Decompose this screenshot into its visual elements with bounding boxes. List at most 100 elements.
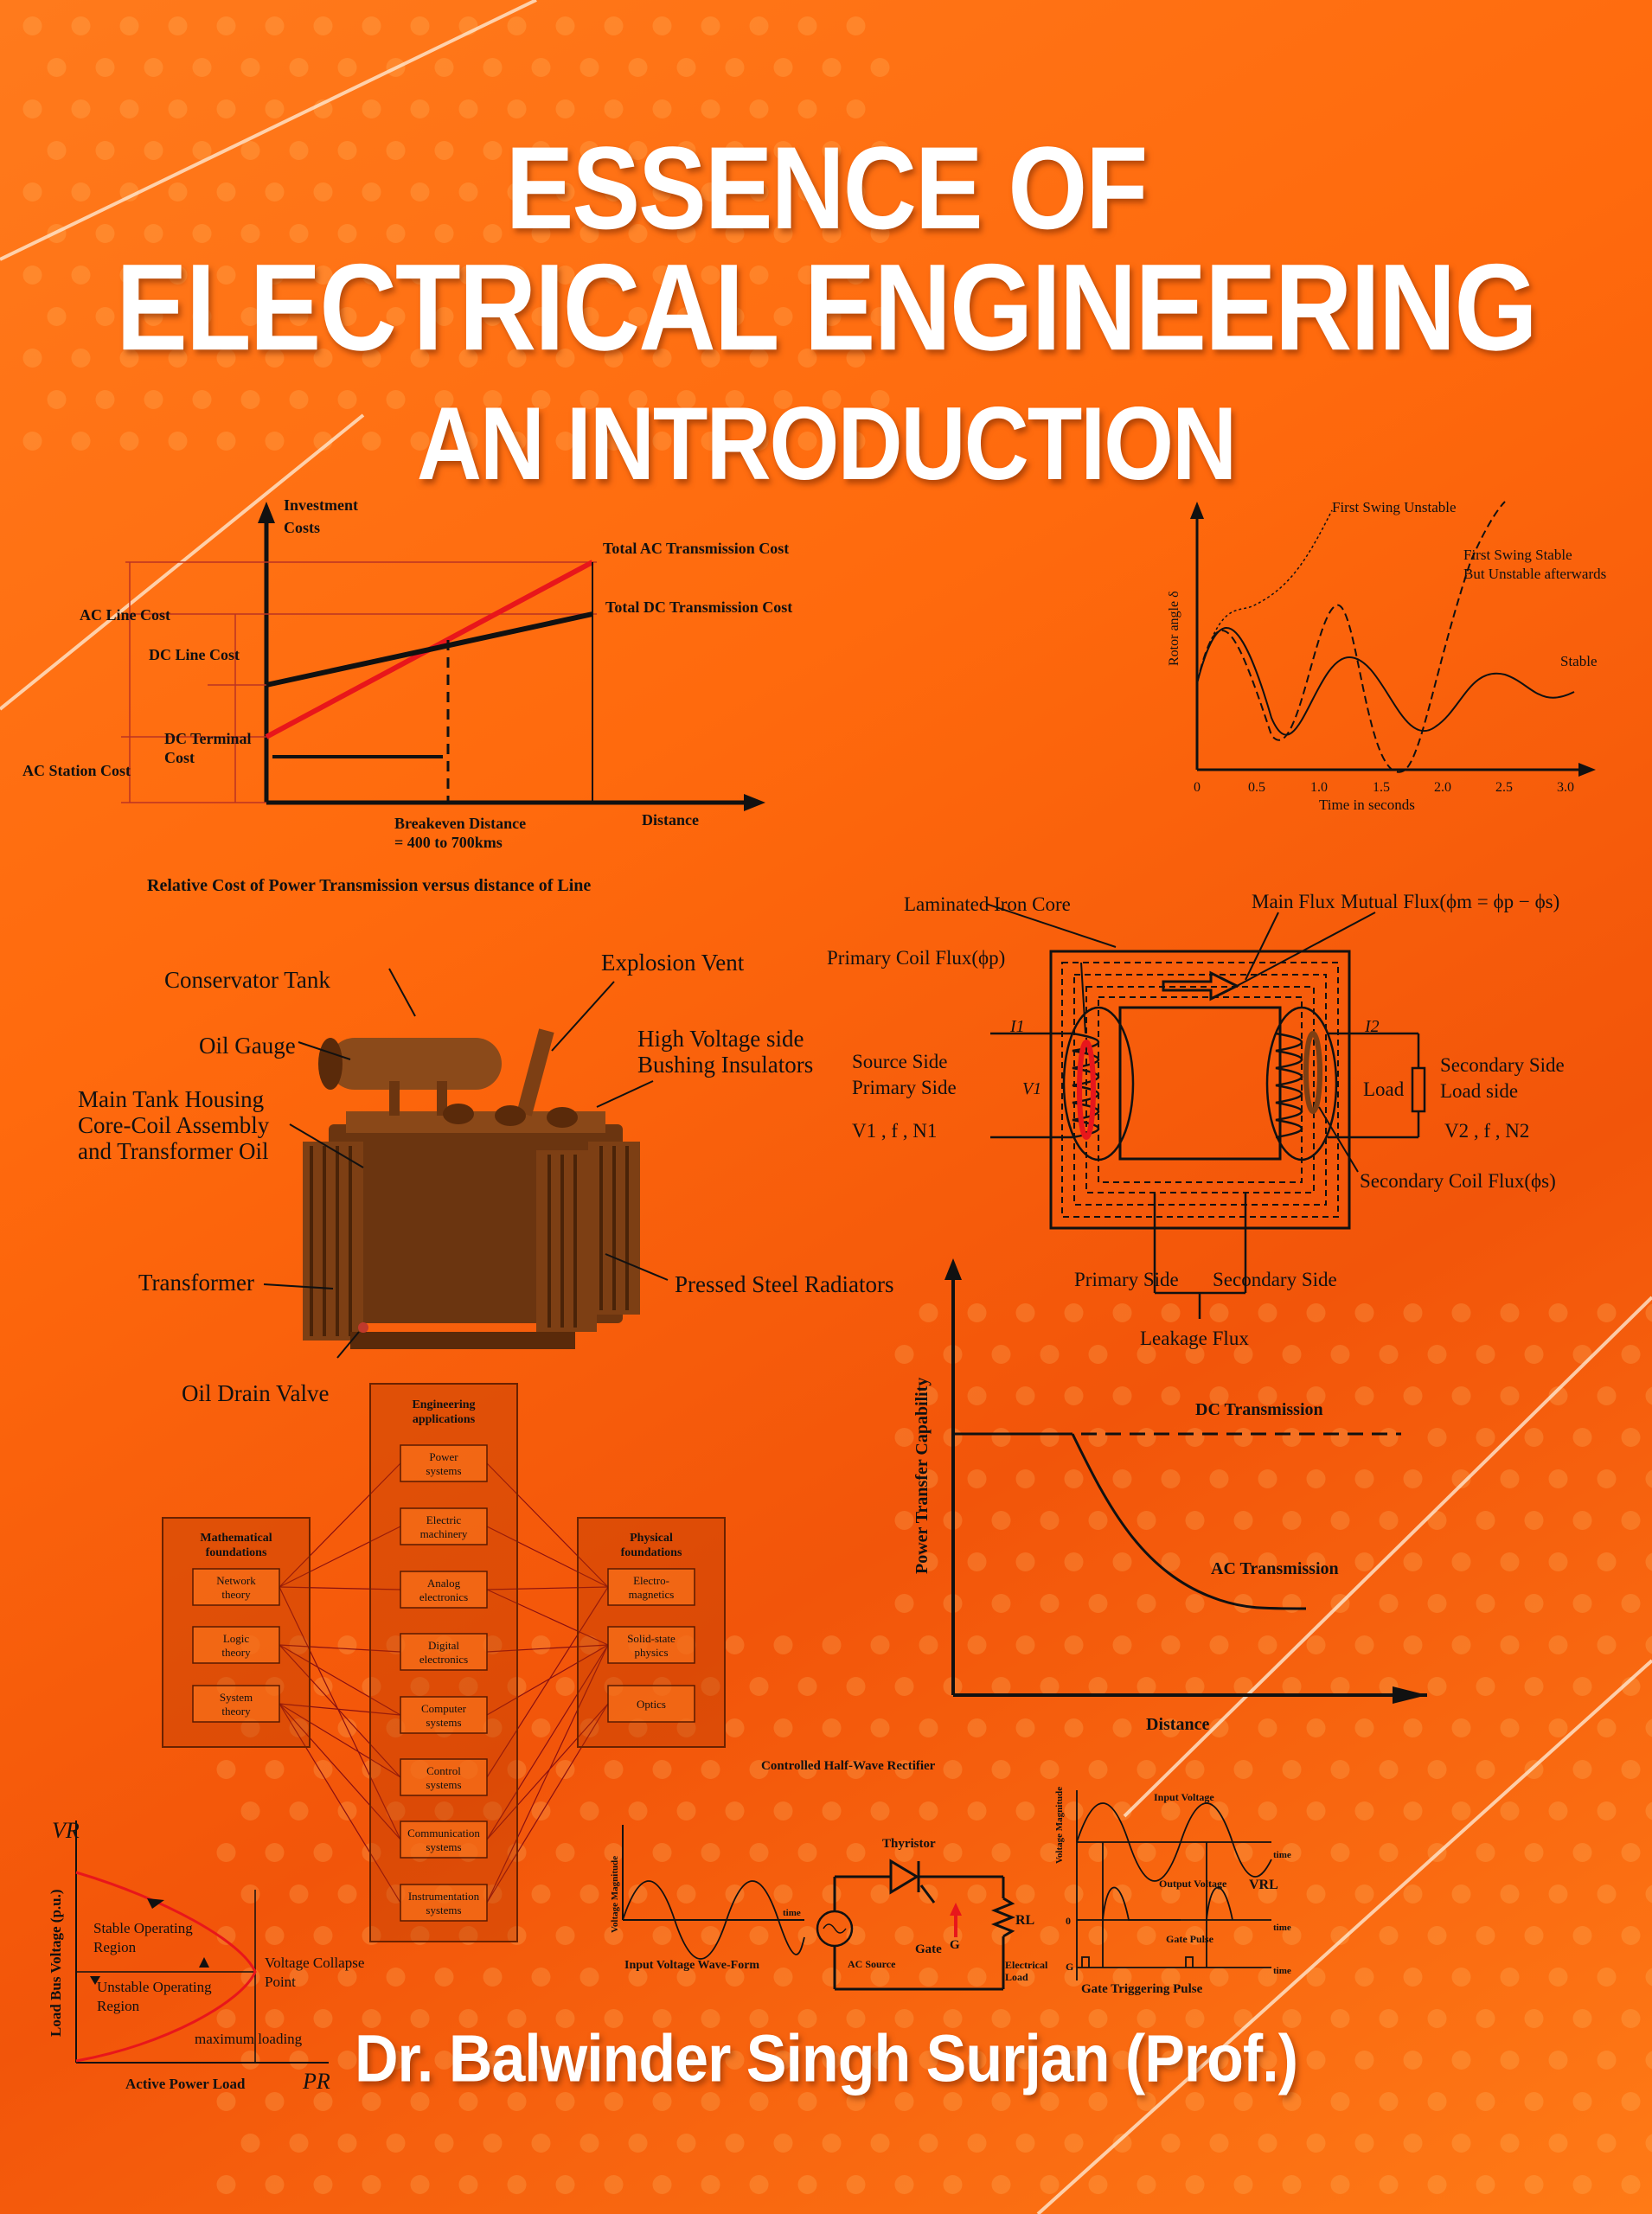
application-box-label: systems	[426, 1464, 461, 1477]
dc-line-cost-label: DC Line Cost	[149, 646, 240, 663]
application-box-label: Computer	[421, 1702, 467, 1715]
gate-pulse-label: Gate Pulse	[1166, 1933, 1214, 1945]
application-box-label: systems	[426, 1778, 461, 1791]
curve-label-3: Stable	[1560, 653, 1598, 669]
triggering-label: Gate Triggering Pulse	[1081, 1982, 1203, 1996]
math-foundation-box-label: theory	[221, 1705, 251, 1718]
primary-side-label: Primary Side	[1074, 1269, 1179, 1290]
author-name: Dr. Balwinder Singh Surjan (Prof.)	[355, 2021, 1298, 2096]
vrl-label: VRL	[1249, 1878, 1278, 1892]
application-box-label: Communication	[407, 1827, 480, 1840]
secondary-label-2: Load side	[1440, 1080, 1518, 1102]
leakage-flux-label: Leakage Flux	[1140, 1328, 1249, 1349]
center-title-1: Engineering	[412, 1398, 475, 1411]
dc-terminal-label-2: Cost	[164, 749, 195, 766]
subtitle: AN INTRODUCTION	[416, 387, 1237, 502]
application-box-label: systems	[426, 1716, 461, 1729]
physical-foundation-box-label: Optics	[637, 1698, 666, 1711]
breakeven-label-2: = 400 to 700kms	[394, 834, 503, 851]
time-label-1: time	[1273, 1850, 1291, 1860]
main-flux-label: Main Flux	[1252, 891, 1335, 912]
collapse-label-2: Point	[265, 1974, 296, 1990]
output-voltage-label: Output Voltage	[1159, 1878, 1227, 1890]
bushing-label-1: High Voltage side	[637, 1026, 804, 1052]
electrical-load-label-1: Electrical	[1005, 1959, 1048, 1971]
time-label-2: time	[1273, 1923, 1291, 1933]
x-tick: 3.0	[1557, 780, 1574, 795]
input-time-label: time	[783, 1908, 801, 1918]
math-foundation-box-label: theory	[221, 1588, 251, 1601]
x-tick: 1.0	[1310, 780, 1328, 795]
transformer-illustration	[303, 1028, 640, 1349]
voltage-collapse-figure: Load Bus Voltage (p.u.) VR PR Stable Ope…	[48, 1818, 364, 2094]
i2-label: I2	[1364, 1017, 1380, 1036]
math-foundation-box-label: Logic	[223, 1632, 250, 1645]
engineering-block-diagram: Engineering applications Mathematical fo…	[162, 1383, 726, 1942]
electrical-load-label-2: Load	[1005, 1971, 1028, 1983]
rl-label: RL	[1015, 1913, 1034, 1928]
x-tick: 0	[1194, 780, 1201, 795]
drain-valve-label: Oil Drain Valve	[182, 1380, 329, 1406]
curve-label-1: First Swing Unstable	[1332, 499, 1457, 515]
gate-label: Gate	[915, 1942, 942, 1956]
application-box-label: Power	[429, 1450, 458, 1463]
x-tick: 2.0	[1434, 780, 1451, 795]
main-tank-label-2: Core-Coil Assembly	[78, 1112, 270, 1138]
ac-transmission-label: AC Transmission	[1211, 1559, 1339, 1578]
physical-foundation-box: Optics	[607, 1685, 695, 1723]
application-box-label: electronics	[419, 1590, 468, 1603]
v1-label: V1	[1022, 1079, 1041, 1098]
source-label-2: Primary Side	[852, 1077, 957, 1098]
stable-label-1: Stable Operating	[93, 1920, 193, 1936]
rectifier-title: Controlled Half-Wave Rectifier	[761, 1759, 936, 1773]
curve-label-2a: First Swing Stable	[1463, 547, 1572, 563]
secondary-label-3: V2 , f , N2	[1444, 1120, 1529, 1142]
source-label-3: V1 , f , N1	[852, 1120, 937, 1142]
x-tick: 2.5	[1495, 780, 1513, 795]
voltage-y-label: Load Bus Voltage (p.u.)	[48, 1889, 64, 2037]
max-loading-label: maximum loading	[195, 2031, 303, 2047]
breakeven-label-1: Breakeven Distance	[394, 815, 526, 832]
main-tank-label-3: and Transformer Oil	[78, 1138, 268, 1164]
x-tick: 0.5	[1248, 780, 1265, 795]
voltage-x-label: Active Power Load	[125, 2076, 246, 2092]
application-box-label: Control	[426, 1764, 461, 1777]
conservator-label: Conservator Tank	[164, 967, 330, 993]
unstable-label-1: Unstable Operating	[97, 1979, 212, 1995]
explosion-vent-label: Explosion Vent	[601, 950, 745, 976]
radiators-label: Pressed Steel Radiators	[675, 1271, 893, 1297]
thyristor-label: Thyristor	[882, 1837, 936, 1851]
rotor-y-label: Rotor angle δ	[1167, 591, 1181, 666]
source-label-1: Source Side	[852, 1051, 948, 1072]
y-axis-label-1: Investment	[284, 496, 358, 514]
dc-total-label: Total DC Transmission Cost	[605, 598, 792, 616]
application-box-label: Instrumentation	[408, 1890, 480, 1903]
physical-foundation-box: Electro-magnetics	[607, 1568, 695, 1606]
mutual-flux-label: Mutual Flux(ϕm = ϕp − ϕs)	[1341, 891, 1559, 912]
application-box-label: systems	[426, 1840, 461, 1853]
math-foundation-box-label: Network	[216, 1574, 256, 1587]
stable-label-2: Region	[93, 1939, 137, 1955]
center-title-2: applications	[413, 1413, 476, 1426]
curve-label-2b: But Unstable afterwards	[1463, 566, 1606, 582]
dc-terminal-label-1: DC Terminal	[164, 730, 252, 747]
secondary-flux-label: Secondary Coil Flux(ϕs)	[1360, 1170, 1556, 1192]
transformer-figure: Conservator Tank Oil Gauge Main Tank Hou…	[78, 950, 893, 1406]
pr-label: PR	[302, 2069, 330, 2094]
rotor-x-label: Time in seconds	[1319, 797, 1415, 813]
physical-foundation-box-label: Electro-	[633, 1574, 669, 1587]
transformer-label: Transformer	[138, 1270, 254, 1296]
flux-figure: Laminated Iron Core Main Flux Mutual Flu…	[827, 891, 1565, 1349]
ac-source-label: AC Source	[848, 1958, 896, 1970]
ac-total-label: Total AC Transmission Cost	[603, 540, 789, 557]
x-tick: 1.5	[1373, 780, 1390, 795]
